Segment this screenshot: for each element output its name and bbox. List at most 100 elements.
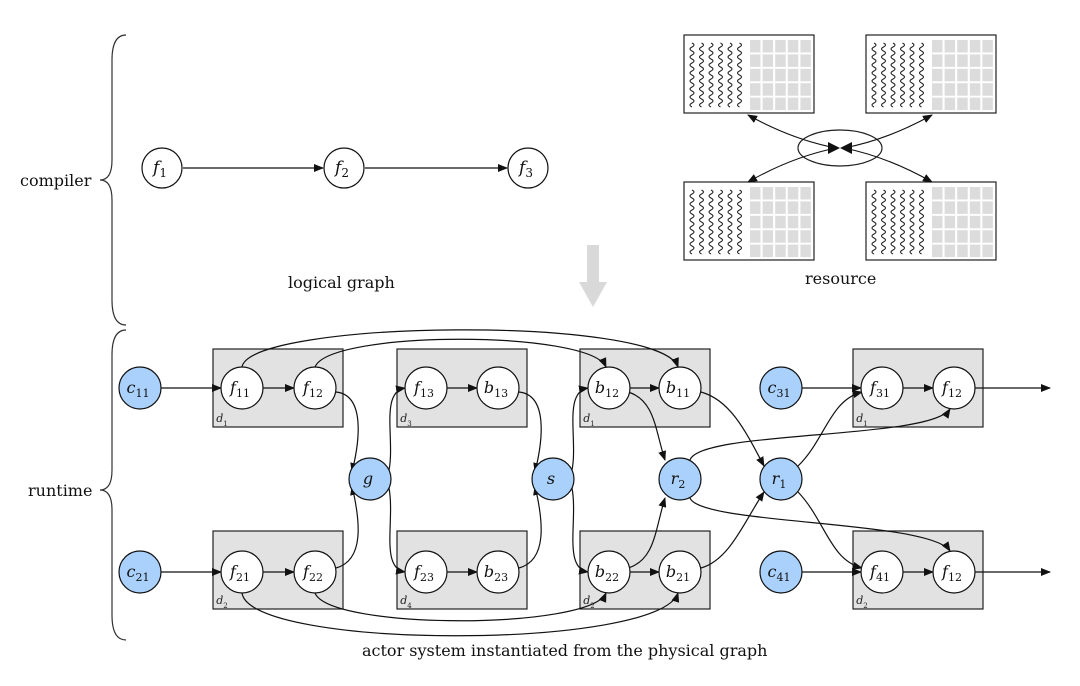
actor-node-label: f12: [302, 378, 323, 400]
compiler-brace: [99, 34, 127, 326]
edge-f22-b22-arc: [314, 592, 607, 622]
device-box-label: d4: [400, 594, 412, 610]
actor-node-label: b13: [484, 378, 508, 400]
edge-g-f23: [388, 487, 406, 575]
edge-r2-f12c: [689, 497, 951, 552]
resource-link: [843, 114, 933, 149]
actor-node-label: f41: [869, 562, 890, 584]
actor-node-f12: f12: [293, 366, 337, 410]
resource-panel: [683, 34, 997, 261]
actor-node-b11: b11: [658, 366, 702, 410]
actor-node-label: r2: [671, 469, 686, 491]
edge-f21-b21-arc: [241, 592, 680, 637]
actor-node-f41: f41: [860, 550, 904, 594]
actor-node-f22: f22: [293, 550, 337, 594]
edge-b21-r1: [700, 491, 765, 569]
device-box-label: d2: [583, 594, 595, 610]
device-box-label: d2: [216, 594, 228, 610]
edge-f12-b12-arc: [314, 338, 607, 368]
device-box-label: d3: [400, 412, 412, 428]
edge-b23-s: [518, 485, 542, 569]
resource-hub: [797, 129, 883, 167]
actor-node-label: f23: [413, 562, 434, 584]
actor-node-f21: f21: [220, 550, 264, 594]
runtime-label: runtime: [28, 481, 92, 500]
edge-r1-f31: [797, 390, 863, 467]
edge-b11-r1: [700, 391, 765, 467]
resource-hub-marker: [840, 142, 852, 154]
actor-node-label: b12: [595, 378, 619, 400]
actor-node-f11: f11: [220, 366, 264, 410]
edge-f11-b11-arc: [241, 329, 679, 368]
actor-node-f12: f12: [932, 550, 976, 594]
actor-node-label: c31: [768, 378, 791, 400]
transition-arrow: [579, 245, 607, 307]
edge-b12-r2: [627, 391, 666, 461]
actor-node-r1: r1: [759, 457, 803, 501]
resource-link: [747, 114, 837, 149]
actor-node-c11: c11: [118, 366, 162, 410]
actor-node-label: f11: [229, 378, 250, 400]
actor-node-b22: b22: [587, 550, 631, 594]
actor-node-label: f13: [413, 378, 434, 400]
actor-node-b23: b23: [476, 550, 520, 594]
resource-machine: [683, 34, 815, 114]
device-box-label: d1: [856, 412, 868, 428]
actor-node-f31: f31: [860, 366, 904, 410]
actor-node-b21: b21: [658, 550, 702, 594]
edge-g-f13: [388, 385, 406, 471]
actor-node-label: f12: [941, 562, 962, 584]
actor-node-label: f12: [941, 378, 962, 400]
logical-node-f3: f3: [507, 147, 549, 189]
actor-node-label: b11: [666, 378, 690, 400]
actor-node-label: b23: [484, 562, 508, 584]
actor-node-label: r1: [772, 469, 787, 491]
logical-node-label: f3: [517, 158, 533, 180]
actor-node-label: f21: [229, 562, 250, 584]
device-box-label: d2: [856, 594, 868, 610]
actor-node-c21: c21: [118, 550, 162, 594]
actor-node-b12: b12: [587, 366, 631, 410]
resource-link: [843, 147, 933, 183]
edge-r1-f41: [797, 491, 863, 570]
actor-node-g: g: [348, 457, 392, 501]
logical-node-label: f2: [333, 158, 349, 180]
actor-node-c31: c31: [759, 366, 803, 410]
logical-node-f2: f2: [323, 147, 365, 189]
resource-caption: resource: [805, 269, 876, 288]
actor-node-label: c11: [127, 378, 150, 400]
resource-link: [747, 147, 837, 183]
resource-machine: [683, 181, 815, 261]
actor-node-s: s: [531, 457, 575, 501]
edge-b22-r2: [627, 497, 667, 569]
resource-machine: [865, 181, 997, 261]
edge-s-b12: [571, 385, 589, 471]
actor-node-r2: r2: [658, 457, 702, 501]
edge-f12-g: [335, 391, 359, 473]
actor-node-b13: b13: [476, 366, 520, 410]
actor-system-caption: actor system instantiated from the physi…: [362, 641, 767, 660]
compiler-label: compiler: [20, 171, 92, 190]
resource-machine: [865, 34, 997, 114]
edge-b13-s: [518, 391, 542, 473]
edge-f22-g: [335, 485, 359, 569]
edge-r2-f12b: [689, 408, 951, 461]
actor-node-label: g: [363, 469, 373, 488]
logical-graph: f1 f2 f3: [141, 147, 549, 189]
actor-node-label: c41: [768, 562, 791, 584]
actor-node-label: f31: [869, 378, 890, 400]
edge-s-b22: [571, 487, 589, 575]
resource-hub-marker: [828, 142, 840, 154]
actor-node-f23: f23: [404, 550, 448, 594]
runtime-brace: [99, 329, 127, 641]
actor-node-label: c21: [127, 562, 150, 584]
logical-node-label: f1: [151, 158, 167, 180]
actor-node-label: b21: [666, 562, 690, 584]
actor-node-label: s: [547, 469, 555, 488]
actor-node-f12: f12: [932, 366, 976, 410]
actor-node-label: b22: [595, 562, 619, 584]
logical-node-f1: f1: [141, 147, 183, 189]
actor-node-f13: f13: [404, 366, 448, 410]
actor-node-c41: c41: [759, 550, 803, 594]
